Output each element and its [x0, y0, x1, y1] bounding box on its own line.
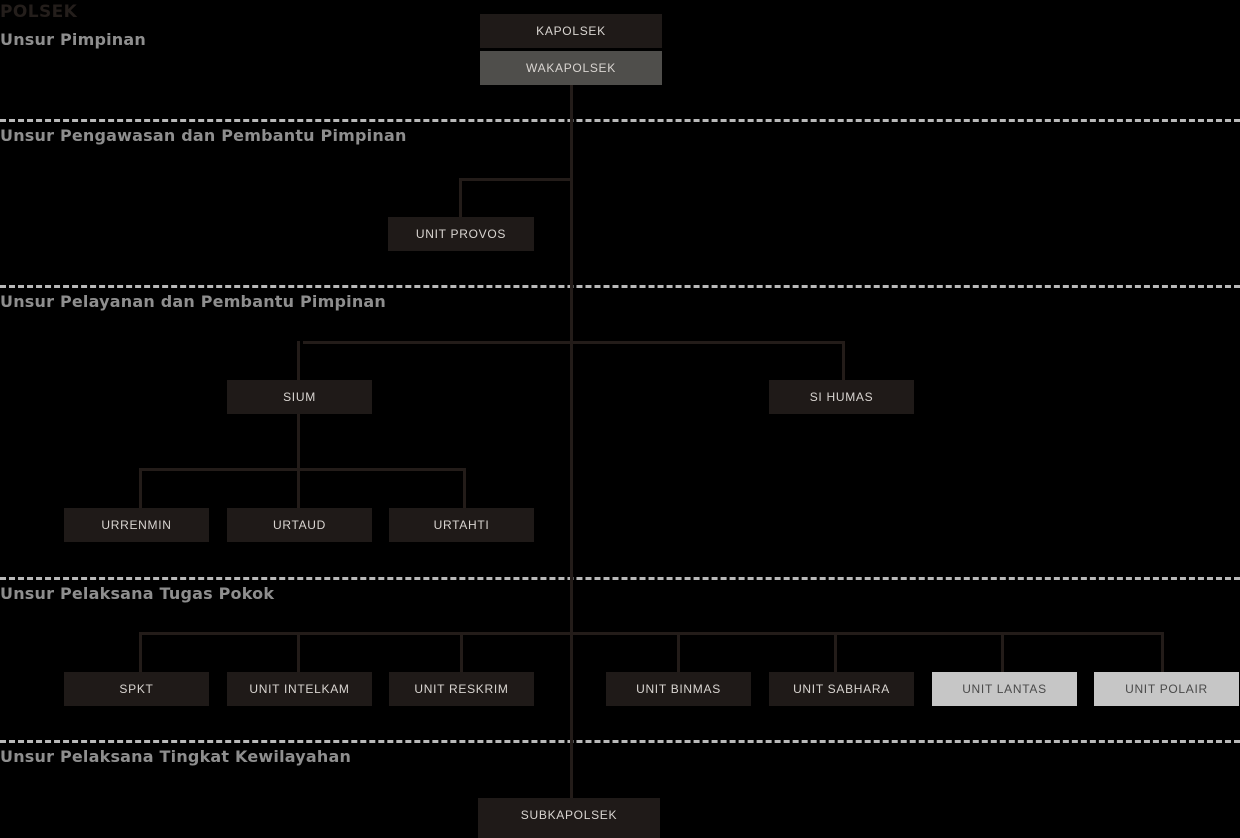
connector-urtaud-drop	[297, 468, 300, 511]
connector-urtahti-drop	[463, 468, 466, 511]
node-wakapolsek-label: WAKAPOLSEK	[526, 61, 616, 75]
connector-provos-horizontal	[459, 178, 573, 181]
section-label-pimpinan: Unsur Pimpinan	[0, 30, 146, 49]
node-unit-polair-label: UNIT POLAIR	[1125, 682, 1208, 696]
section-divider-4	[0, 740, 1240, 743]
node-unit-intelkam-label: UNIT INTELKAM	[249, 682, 350, 696]
section-label-pengawasan: Unsur Pengawasan dan Pembantu Pimpinan	[0, 126, 407, 145]
node-si-humas-label: SI HUMAS	[809, 390, 874, 404]
node-spkt-label: SPKT	[119, 682, 154, 696]
node-unit-lantas[interactable]: UNIT LANTAS	[932, 672, 1077, 706]
node-urtaud-label: URTAUD	[272, 518, 327, 532]
section-divider-1	[0, 119, 1240, 122]
connector-unit-sabhara-drop	[834, 632, 837, 675]
node-subkapolsek[interactable]: SUBKAPOLSEK	[478, 798, 660, 838]
node-urtahti[interactable]: URTAHTI	[389, 508, 534, 542]
page-title: POLSEK	[0, 2, 78, 22]
node-unit-polair[interactable]: UNIT POLAIR	[1094, 672, 1239, 706]
section-label-kewilayahan: Unsur Pelaksana Tingkat Kewilayahan	[0, 747, 352, 766]
node-wakapolsek[interactable]: WAKAPOLSEK	[480, 51, 662, 85]
connector-spkt-drop	[139, 632, 142, 675]
node-sium[interactable]: SIUM	[227, 380, 372, 414]
connector-unit-polair-drop	[1161, 632, 1164, 675]
node-urtaud[interactable]: URTAUD	[227, 508, 372, 542]
connector-unit-intelkam-drop	[297, 632, 300, 675]
node-sium-label: SIUM	[283, 390, 316, 404]
section-label-pelaksana-tugas: Unsur Pelaksana Tugas Pokok	[0, 584, 275, 603]
section-divider-3	[0, 577, 1240, 580]
node-subkapolsek-label: SUBKAPOLSEK	[520, 808, 618, 822]
connector-main-trunk	[570, 85, 573, 815]
connector-unit-lantas-drop	[1001, 632, 1004, 675]
node-unit-reskrim[interactable]: UNIT RESKRIM	[389, 672, 534, 706]
connector-provos-drop	[459, 178, 462, 220]
node-unit-binmas[interactable]: UNIT BINMAS	[606, 672, 751, 706]
node-kapolsek[interactable]: KAPOLSEK	[480, 14, 662, 48]
node-urrenmin-label: URRENMIN	[101, 518, 172, 532]
node-unit-provos-label: UNIT PROVOS	[415, 227, 507, 241]
node-unit-sabhara[interactable]: UNIT SABHARA	[769, 672, 914, 706]
connector-unit-binmas-drop	[677, 632, 680, 675]
node-si-humas[interactable]: SI HUMAS	[769, 380, 914, 414]
node-unit-sabhara-label: UNIT SABHARA	[793, 682, 890, 696]
node-unit-lantas-label: UNIT LANTAS	[962, 682, 1047, 696]
connector-sium-humas-bus	[303, 341, 845, 344]
connector-si-humas-drop	[842, 341, 845, 383]
node-unit-reskrim-label: UNIT RESKRIM	[414, 682, 509, 696]
node-unit-intelkam[interactable]: UNIT INTELKAM	[227, 672, 372, 706]
connector-ur-bus	[139, 468, 466, 471]
node-urrenmin[interactable]: URRENMIN	[64, 508, 209, 542]
connector-sium-drop	[297, 341, 300, 383]
node-kapolsek-label: KAPOLSEK	[536, 24, 606, 38]
node-unit-provos[interactable]: UNIT PROVOS	[388, 217, 534, 251]
connector-sium-stem	[297, 414, 300, 468]
connector-urrenmin-drop	[139, 468, 142, 511]
section-label-pelayanan: Unsur Pelayanan dan Pembantu Pimpinan	[0, 292, 387, 311]
node-unit-binmas-label: UNIT BINMAS	[636, 682, 721, 696]
node-urtahti-label: URTAHTI	[433, 518, 490, 532]
node-spkt[interactable]: SPKT	[64, 672, 209, 706]
section-divider-2	[0, 285, 1240, 288]
connector-units-bus	[139, 632, 1163, 635]
connector-unit-reskrim-drop	[460, 632, 463, 675]
